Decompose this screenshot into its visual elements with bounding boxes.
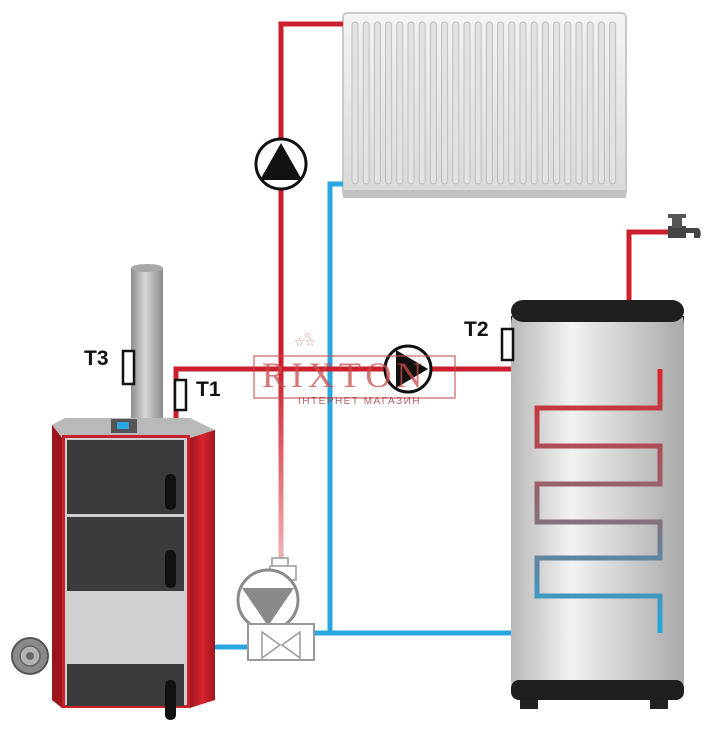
radiator-fin [463,21,471,185]
watermark-brand: RIXTON [262,355,428,395]
radiator-fin [351,21,359,185]
sensor-label-t1: T1 [196,378,221,401]
radiator-fin [497,21,505,185]
radiator-fin [564,21,572,185]
pump-icon [383,344,433,394]
pump-icon [236,557,300,632]
temperature-sensor-t3 [121,349,136,386]
radiator-fin [407,21,415,185]
radiator-fin [541,21,549,185]
pump-icon [254,137,308,191]
radiator-fin [553,21,561,185]
heat-exchanger-coil [534,369,663,633]
watermark-subtitle: ІНТЕРНЕТ МАГАЗИН [298,396,421,407]
cold-return-pipe-radiator [327,181,343,634]
radiator-fin [385,21,393,185]
riser-pipe [278,370,284,560]
radiator-fin [508,21,516,185]
temperature-sensor-t1 [173,378,188,412]
radiator-fin [485,21,493,185]
radiator-fin [396,21,404,185]
hot-water-outlet-pipe [626,229,670,302]
radiator-fin [452,21,460,185]
radiator-fin [362,21,370,185]
hot-supply-pipe-radiator [278,21,343,370]
sensor-label-t3: T3 [84,347,109,370]
radiator-fin [530,21,538,185]
boiler-icon [11,418,215,720]
chimney-icon [131,264,163,423]
temperature-sensor-t2 [500,327,515,362]
svg-text:☆☆: ☆☆ [294,335,316,349]
radiator [342,12,627,198]
faucet-icon [668,214,701,238]
radiator-fin [474,21,482,185]
radiator-fin [441,21,449,185]
radiator-fin [429,21,437,185]
radiator-fins [351,21,617,185]
radiator-fin [586,21,594,185]
radiator-fin [609,21,617,185]
radiator-fin [373,21,381,185]
watermark-logo: ☆☆ ☆ [253,331,456,399]
radiator-fin [418,21,426,185]
sensor-label-t2: T2 [464,318,489,341]
radiator-fin [597,21,605,185]
tank-icon [511,300,684,709]
radiator-fin [519,21,527,185]
svg-text:☆: ☆ [303,331,311,341]
radiator-fin [575,21,583,185]
three-way-valve-icon [247,623,315,661]
